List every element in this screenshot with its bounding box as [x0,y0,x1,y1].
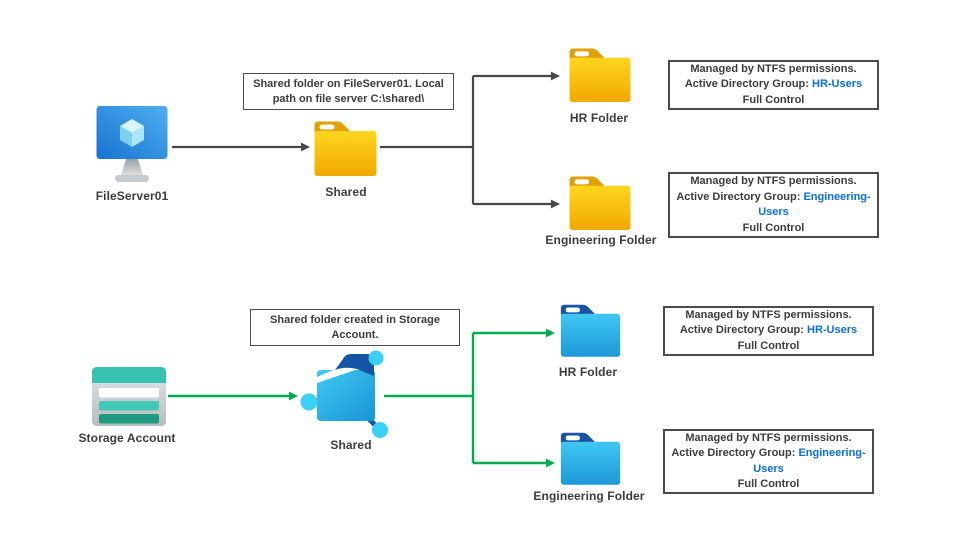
bottom-callout-text: Shared folder created in Storage Account… [270,314,440,341]
engineering-folder-icon-yellow [566,175,634,231]
fileserver-label: FileServer01 [95,189,169,203]
top-hr-folder-label: HR Folder [569,111,629,125]
note-line-group: Active Directory Group: Engineering-User… [671,447,866,475]
top-engineering-folder-label: Engineering Folder [545,233,657,247]
bottom-share-label: Shared [330,438,372,452]
note-top-hr: Managed by NTFS permissions. Active Dire… [668,60,879,110]
bottom-flow-connectors [168,331,546,465]
note-bottom-engineering: Managed by NTFS permissions. Active Dire… [663,429,874,494]
engineering-folder-icon-blue [558,431,623,486]
note-line-group: Active Directory Group: Engineering-User… [676,190,871,219]
shared-folder-icon-yellow [311,120,380,177]
note-line-access: Full Control [742,93,805,106]
azure-vm-icon [96,106,168,188]
note-top-engineering: Managed by NTFS permissions. Active Dire… [668,172,879,238]
bottom-flow-arrowheads [289,328,555,468]
top-flow-arrowheads [301,71,560,209]
ad-group-link: HR-Users [807,324,858,337]
bottom-engineering-folder-label: Engineering Folder [533,489,645,503]
bottom-callout-box: Shared folder created in Storage Account… [250,309,460,346]
top-callout-box: Shared folder on FileServer01. Local pat… [243,73,454,110]
hr-folder-icon-yellow [566,47,634,103]
note-line-group: Active Directory Group: HR-Users [684,78,863,91]
note-line-access: Full Control [737,339,800,352]
note-line-managed: Managed by NTFS permissions. [685,308,852,321]
ad-group-link: HR-Users [812,78,863,91]
note-line-access: Full Control [742,221,805,234]
note-line-access: Full Control [737,478,800,490]
storage-account-icon [92,367,166,426]
note-line-managed: Managed by NTFS permissions. [690,62,857,75]
bottom-hr-folder-label: HR Folder [558,365,618,379]
note-line-group: Active Directory Group: HR-Users [679,324,858,337]
note-line-managed: Managed by NTFS permissions. [690,175,857,187]
top-flow-connectors [172,74,551,206]
hr-folder-icon-blue [558,303,623,358]
ad-group-link: Engineering-Users [753,447,866,475]
note-bottom-hr: Managed by NTFS permissions. Active Dire… [663,306,874,356]
ad-group-link: Engineering-Users [758,190,871,219]
top-callout-text: Shared folder on FileServer01. Local pat… [253,78,444,105]
note-line-managed: Managed by NTFS permissions. [685,431,852,444]
top-share-label: Shared [325,185,367,199]
storage-account-label: Storage Account [78,431,176,445]
azure-file-share-icon [300,349,393,441]
